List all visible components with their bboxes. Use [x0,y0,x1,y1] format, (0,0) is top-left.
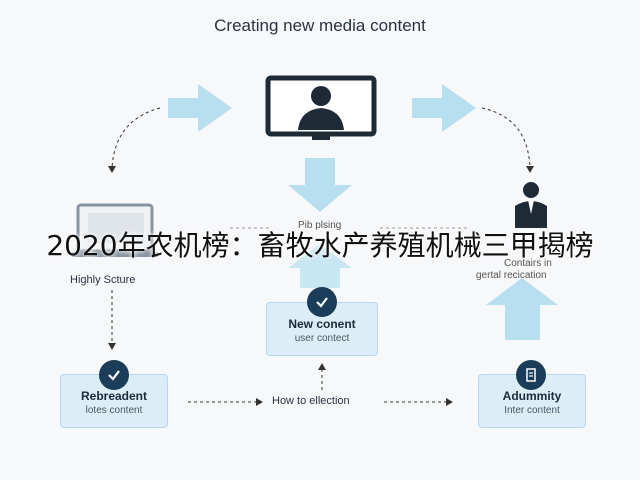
center-node-title: New conent [288,317,356,331]
arrow-up-center [288,244,352,288]
center-top-label: Pib plsing [298,220,342,231]
document-icon [526,368,536,382]
arrow-up-right [486,278,558,340]
center-node-subtitle: user contect [294,333,350,344]
headline-overlay: 2020年农机榜：畜牧水产养殖机械三甲揭榜 [46,229,594,262]
right-label-line1: Contairs in [504,258,552,269]
center-check-badge [307,287,337,317]
arrow-right-right [412,84,476,132]
left-node-title: Rebreadent [80,389,148,403]
bottom-center-label: How to ellection [272,395,350,407]
diagram-title: Creating new media content [214,16,426,35]
left-node-box: Rebreadent lotes content [60,374,168,428]
right-node-title: Adummity [502,389,562,403]
left-check-badge [99,360,129,390]
arrow-right-left [168,84,232,132]
checkmark-icon [316,297,328,308]
center-node-box: New conent user contect [266,302,378,356]
dashed-curve-right [481,107,531,169]
right-doc-badge [516,360,546,390]
dashed-curve-left [111,107,161,169]
monitor-person-icon [265,75,377,140]
left-icon-label: Highly Scture [70,274,136,286]
businessperson-icon [515,182,547,228]
arrow-down-center [288,158,352,212]
checkmark-icon [108,370,120,381]
right-label-line2: gertal recication [476,270,547,281]
laptop-icon [72,203,158,257]
right-node-subtitle: Inter content [504,405,560,416]
left-node-subtitle: lotes content [85,405,143,416]
